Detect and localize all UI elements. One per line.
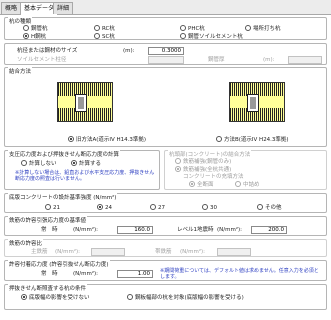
radio-selected-icon <box>68 136 74 142</box>
radio-icon <box>216 136 222 142</box>
radio-icon <box>180 33 186 39</box>
rebar-normal-input[interactable]: 160.0 <box>117 226 153 234</box>
radio-fc-27[interactable]: 27 <box>150 204 165 212</box>
radio-fc-other[interactable]: その他 <box>257 204 282 212</box>
bearing-calc-group: 支圧応力度および押抜きせん断応力度の計算 計算しない 計算する ※計算しない場合… <box>4 150 160 190</box>
radio-calc-no[interactable]: 計算しない <box>21 160 57 168</box>
fill-concrete-title: 杭頭部(コンクリート)の結合方法 <box>168 150 252 158</box>
concrete-strength-group: 底版コンクリートの設計基準強度 (N/mm²) 21 24 27 30 その他 <box>4 193 327 213</box>
allowable-stress-group: 許容付着応力度 (許容引抜せん断応力度) 常 時 (N/mm²): 1.00 ※… <box>4 260 327 281</box>
radio-cast-in-place[interactable]: 場所打ち杭 <box>245 25 281 33</box>
radio-icon <box>175 158 181 164</box>
radio-icon <box>235 181 241 187</box>
pile-type-group: 杭の種類 鋼管杭 RC杭 PHC杭 場所打ち杭 H鋼杭 SC杭 鋼管ソイルセメン… <box>4 17 327 40</box>
radio-icon <box>202 204 208 210</box>
pile-size-group: 杭径または鋼材のサイズ (m): 0.3000 ソイルセメント柱径 鋼管厚 (m… <box>4 43 327 65</box>
pipe-thickness-unit: (m): <box>263 57 275 63</box>
soil-cement-dia-label: ソイルセメント柱径 <box>17 57 67 63</box>
soil-cement-dia-input[interactable] <box>148 56 184 64</box>
radio-calc-yes[interactable]: 計算する <box>71 160 101 168</box>
allow-normal-unit: (N/mm²): <box>73 271 99 277</box>
hoop-rebar-input[interactable] <box>217 248 251 256</box>
pile-head-figure <box>75 94 87 112</box>
allowable-stress-note: ※期間荷重については、デフォルト値は求めません。任意入力を必須とします。 <box>160 268 319 280</box>
pile-head-figure <box>247 94 259 112</box>
radio-selected-icon <box>175 166 181 172</box>
radio-fc-30[interactable]: 30 <box>202 204 217 212</box>
allow-normal-input[interactable]: 1.00 <box>117 270 153 278</box>
radio-icon <box>94 25 100 31</box>
tab-detail[interactable]: 詳細 <box>53 2 74 14</box>
main-rebar-label: 主鉄筋 <box>31 249 48 255</box>
radio-selected-icon <box>23 33 29 39</box>
rebar-normal-label: 常 時 <box>41 227 58 233</box>
radio-sc[interactable]: SC杭 <box>94 33 115 41</box>
radio-rebar-common[interactable]: 鉄筋補強(全杭共通) <box>175 166 231 174</box>
rebar-ratio-title: 鉄筋の許容比 <box>8 239 44 247</box>
connection-method-title: 結合方法 <box>8 67 33 75</box>
rebar-stress-title: 鉄筋の許容引張応力度の基準値 <box>8 216 88 224</box>
radio-fc-21[interactable]: 21 <box>45 204 60 212</box>
allow-normal-label: 常 時 <box>41 271 58 277</box>
main-rebar-input[interactable] <box>91 248 125 256</box>
radio-infill[interactable]: 中詰め <box>235 181 260 189</box>
connection-method-group: 結合方法 旧方法A(道示IV H14.3準拠) 方法B(道示IV H24.3準拠… <box>4 67 327 147</box>
allowable-stress-title: 許容付着応力度 (許容引抜せん断応力度) <box>8 260 110 268</box>
tab-overview[interactable]: 概略 <box>1 2 22 14</box>
hoop-rebar-unit: (N/mm²): <box>180 249 206 255</box>
radio-full-section[interactable]: 全断面 <box>189 181 214 189</box>
fill-concrete-group: 杭頭部(コンクリート)の結合方法 鉄筋補強(鋼管のみ) 鉄筋補強(全杭共通) コ… <box>164 150 327 190</box>
bearing-calc-note: ※計算しない場合は、鉛直および水平支圧応力度、押抜きせん断応力度の照査は行いませ… <box>15 170 155 182</box>
radio-selected-icon <box>189 181 195 187</box>
radio-icon <box>21 160 27 166</box>
method-b-figure <box>229 82 285 122</box>
radio-icon <box>45 204 51 210</box>
rebar-level1-unit: (N/mm²): <box>217 227 243 233</box>
radio-icon <box>180 25 186 31</box>
tab-bar: 概略 基本データ 詳細 <box>0 0 331 15</box>
radio-no-slab-width[interactable]: 底版幅の影響を受けない <box>21 294 90 302</box>
rebar-ratio-group: 鉄筋の許容比 主鉄筋 (N/mm²): 帯鉄筋 (N/mm²): <box>4 239 327 257</box>
radio-phc[interactable]: PHC杭 <box>180 25 205 33</box>
radio-h-steel[interactable]: H鋼杭 <box>23 33 46 41</box>
pile-size-unit: (m): <box>123 48 135 54</box>
pipe-thickness-label: 鋼管厚 <box>208 57 225 63</box>
hoop-rebar-label: 帯鉄筋 <box>155 249 172 255</box>
pile-type-title: 杭の種類 <box>8 17 33 25</box>
rebar-stress-group: 鉄筋の許容引張応力度の基準値 常 時 (N/mm²): 160.0 レベル1地震… <box>4 216 327 236</box>
radio-steel-pipe[interactable]: 鋼管杭 <box>23 25 48 33</box>
main-rebar-unit: (N/mm²): <box>55 249 81 255</box>
radio-icon <box>127 294 133 300</box>
radio-icon <box>245 25 251 31</box>
radio-selected-icon <box>21 294 27 300</box>
radio-icon <box>150 204 156 210</box>
radio-method-a[interactable]: 旧方法A(道示IV H14.3準拠) <box>68 136 146 144</box>
rebar-level1-label: レベル1地震時 <box>177 227 214 233</box>
radio-soil-cement[interactable]: 鋼管ソイルセメント杭 <box>180 33 243 41</box>
pile-size-label: 杭径または鋼材のサイズ <box>17 48 78 54</box>
rebar-normal-unit: (N/mm²): <box>73 227 99 233</box>
radio-icon <box>94 33 100 39</box>
radio-rebar-pipe-only[interactable]: 鉄筋補強(鋼管のみ) <box>175 158 231 166</box>
radio-fc-24[interactable]: 24 <box>97 204 112 212</box>
radio-rc[interactable]: RC杭 <box>94 25 115 33</box>
method-a-figure <box>57 82 113 122</box>
punch-shear-group: 押抜きせん断照査する杭の条件 底版幅の影響を受けない 鋼板幅部の杭を対象(底版幅… <box>4 284 327 310</box>
radio-selected-icon <box>71 160 77 166</box>
rebar-level1-input[interactable]: 200.0 <box>251 226 287 234</box>
pipe-thickness-input[interactable] <box>288 56 322 64</box>
radio-icon <box>257 204 263 210</box>
basic-data-panel: 杭の種類 鋼管杭 RC杭 PHC杭 場所打ち杭 H鋼杭 SC杭 鋼管ソイルセメン… <box>0 15 331 320</box>
radio-icon <box>23 25 29 31</box>
pile-size-input[interactable]: 0.3000 <box>148 47 184 55</box>
fill-method-label: コンクリートの充填方法 <box>183 174 244 180</box>
radio-method-b[interactable]: 方法B(道示IV H24.3準拠) <box>216 136 289 144</box>
radio-selected-icon <box>97 204 103 210</box>
bearing-calc-title: 支圧応力度および押抜きせん断応力度の計算 <box>8 150 121 158</box>
radio-slab-width[interactable]: 鋼板幅部の杭を対象(底版幅の影響を受ける) <box>127 294 244 302</box>
punch-shear-title: 押抜きせん断照査する杭の条件 <box>8 284 88 292</box>
concrete-strength-title: 底版コンクリートの設計基準強度 (N/mm²) <box>8 193 118 201</box>
